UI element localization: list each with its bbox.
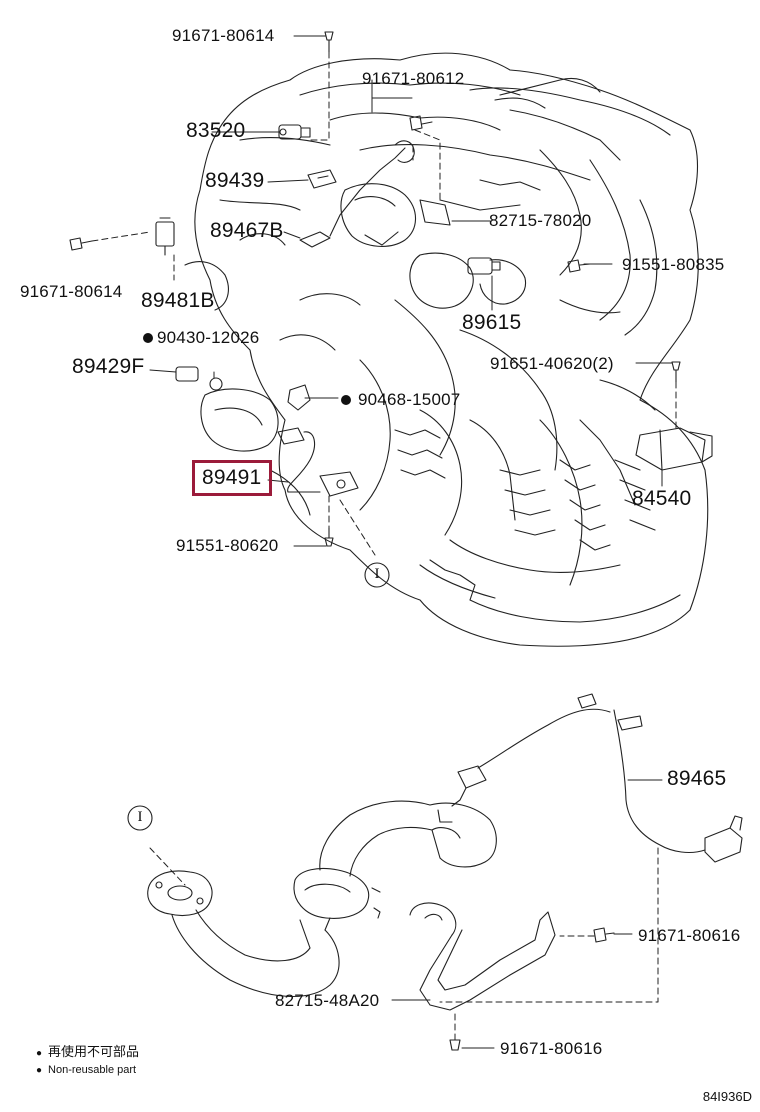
sensor-89429f (175, 366, 223, 391)
part-label-91671-80616-a[interactable]: 91671-80616 (638, 926, 741, 945)
part-label-84540[interactable]: 84540 (632, 487, 692, 510)
legend-non-reusable-jp: ● 再使用不可部品 (36, 1044, 139, 1062)
sensor-83520 (278, 124, 311, 140)
part-label-91551-80835[interactable]: 91551-80835 (622, 255, 725, 274)
legend-text-en: Non-reusable part (48, 1064, 137, 1076)
lower-leader-lines (391, 779, 663, 1049)
part-label-89465[interactable]: 89465 (667, 767, 727, 790)
oxygen-sensor-89467b (299, 140, 415, 248)
part-label-83520[interactable]: 83520 (186, 119, 246, 142)
diagram-code: 84I936D (702, 1089, 752, 1104)
part-label-89615[interactable]: 89615 (462, 311, 522, 334)
leader-lines (149, 35, 673, 547)
callout-circle-upper (364, 562, 390, 588)
part-label-91671-80614-top[interactable]: 91671-80614 (172, 26, 275, 45)
part-label-91551-80620[interactable]: 91551-80620 (176, 536, 279, 555)
highlight-box-89491 (192, 460, 272, 496)
bolt-91551-80835 (567, 259, 591, 273)
bolt-91651-40620 (671, 361, 681, 383)
module-84540 (635, 427, 713, 471)
part-label-91671-80614-left[interactable]: 91671-80614 (20, 282, 123, 301)
sensor-89481b (155, 217, 175, 256)
part-label-89481b[interactable]: 89481B (141, 289, 215, 312)
dashed-lines (91, 51, 677, 1041)
oxygen-sensor-89465 (451, 693, 743, 863)
callout-label-lower: I (137, 809, 143, 825)
clamp-89439 (307, 169, 337, 189)
legend-dot-icon: ● (36, 1065, 43, 1076)
legend-non-reusable-en: ● Non-reusable part (36, 1062, 136, 1079)
part-label-89439[interactable]: 89439 (205, 169, 265, 192)
part-label-91651-40620[interactable]: 91651-40620(2) (490, 354, 614, 373)
part-label-82715-48a20[interactable]: 82715-48A20 (275, 991, 380, 1010)
bolt-91671-80616-b (449, 1039, 461, 1051)
non-reusable-markers (143, 333, 351, 405)
part-label-91671-80616-b[interactable]: 91671-80616 (500, 1039, 603, 1058)
bolt-91671-80616-a (593, 927, 615, 943)
legend-dot-icon: ● (36, 1048, 43, 1059)
engine-assembly-outline (184, 52, 709, 647)
oxygen-sensor-89491 (277, 427, 359, 497)
part-label-90430-12026[interactable]: 90430-12026 (157, 328, 260, 347)
bolt-91671-80612 (409, 115, 433, 131)
part-label-89467b[interactable]: 89467B (210, 219, 284, 242)
part-label-89429f[interactable]: 89429F (72, 355, 145, 378)
clip-90468-15007 (287, 384, 311, 411)
part-label-89491[interactable]: 89491 (202, 466, 262, 489)
part-label-82715-78020[interactable]: 82715-78020 (489, 211, 592, 230)
bracket-82715-78020 (364, 199, 451, 246)
sensor-89615 (467, 257, 501, 275)
callout-circle-lower (127, 805, 153, 831)
part-label-91671-80612[interactable]: 91671-80612 (362, 69, 465, 88)
bolt-91671-80614-top (324, 31, 334, 53)
callout-label-upper: I (374, 566, 380, 582)
bolt-91671-80614-left (69, 237, 93, 251)
bracket-82715-48a20 (409, 902, 556, 1011)
legend-text-jp: 再使用不可部品 (48, 1044, 140, 1059)
part-label-90468-15007[interactable]: 90468-15007 (358, 390, 461, 409)
exhaust-front-pipe (147, 800, 497, 998)
bolt-91551-80620 (324, 527, 334, 547)
